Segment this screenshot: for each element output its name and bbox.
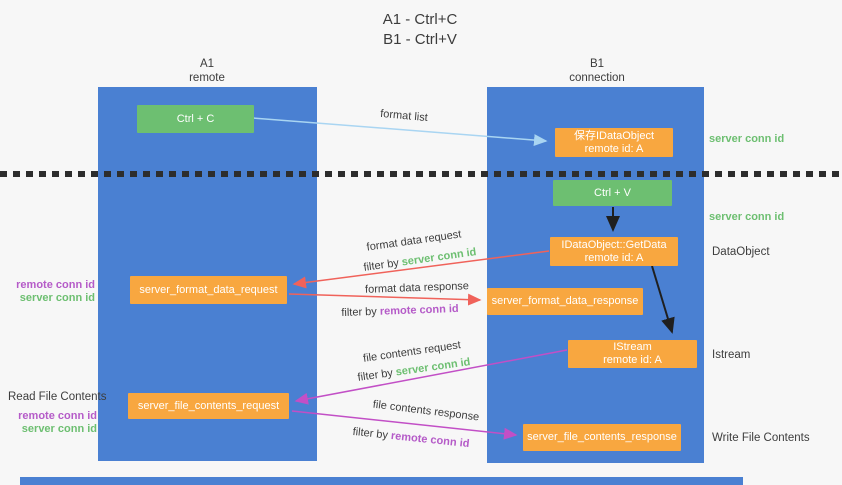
filter-by-remote-conn-id-label-1: filter by remote conn id: [341, 303, 459, 319]
remote-conn-id-text: remote conn id: [18, 410, 97, 422]
server-format-data-response-node: server_format_data_response: [487, 288, 643, 315]
remote-conn-id-text: remote conn id: [16, 279, 95, 291]
format-list-label: format list: [380, 108, 429, 124]
file-contents-response-label: file contents response: [372, 399, 480, 424]
format-list-text: format list: [379, 107, 429, 125]
write-file-contents-text: Write File Contents: [712, 432, 810, 444]
server-conn-id-right-mid: server conn id: [709, 211, 784, 223]
conn-id-pair-bottom: remote conn id server conn id: [0, 410, 97, 436]
filter-by-text: filter by: [362, 256, 403, 274]
istream-node: IStream remote id: A: [568, 340, 697, 368]
ctrl-c-node: Ctrl + C: [137, 105, 254, 133]
getdata-line2: remote id: A: [584, 251, 644, 264]
right-lane-role: connection: [569, 72, 625, 84]
remote-conn-id-text: remote conn id: [390, 429, 470, 451]
title-line-1: A1 - Ctrl+C: [382, 11, 458, 28]
server-format-data-request-node: server_format_data_request: [130, 276, 287, 304]
server-format-data-response-label: server_format_data_response: [491, 295, 639, 307]
getdata-node: IDataObject::GetData remote id: A: [550, 237, 678, 266]
bottom-scrollbar[interactable]: [20, 477, 743, 485]
left-lane-name: A1: [199, 58, 215, 70]
ctrl-v-label: Ctrl + V: [594, 186, 631, 199]
format-data-response-label: format data response: [365, 280, 469, 296]
server-conn-id-text: server conn id: [709, 133, 785, 145]
read-file-contents-text: Read File Contents: [8, 391, 107, 403]
filter-by-remote-conn-id-label-2: filter by remote conn id: [352, 426, 470, 450]
diagram-title: A1 - Ctrl+C B1 - Ctrl+V: [300, 10, 540, 50]
left-lane-header: A1 remote: [147, 57, 267, 85]
ctrl-c-label: Ctrl + C: [176, 112, 215, 125]
dataobject-side-label: DataObject: [712, 246, 770, 258]
filter-by-text: filter by: [356, 366, 397, 384]
server-file-contents-response-node: server_file_contents_response: [523, 424, 681, 451]
server-conn-id-text: server conn id: [709, 211, 785, 223]
save-idataobject-line2: remote id: A: [584, 142, 644, 155]
right-lane-header: B1 connection: [537, 57, 657, 85]
filter-by-text: filter by: [341, 305, 381, 320]
save-idataobject-node: 保存IDataObject remote id: A: [555, 128, 673, 157]
dotted-divider-line: [0, 171, 842, 177]
istream-side-label: Istream: [712, 349, 750, 361]
filter-by-text: filter by: [352, 425, 392, 442]
server-format-data-request-label: server_format_data_request: [139, 283, 278, 296]
save-idataobject-line1: 保存IDataObject: [573, 129, 655, 142]
istream-line2: remote id: A: [603, 354, 662, 366]
server-conn-id-right-top: server conn id: [709, 133, 784, 145]
dataobject-text: DataObject: [712, 246, 770, 258]
write-file-contents-label: Write File Contents: [712, 432, 810, 444]
getdata-line1: IDataObject::GetData: [561, 238, 667, 251]
format-data-response-text: format data response: [364, 280, 470, 296]
server-conn-id-text: server conn id: [21, 423, 97, 435]
server-conn-id-text: server conn id: [400, 246, 478, 269]
right-lane-name: B1: [589, 58, 605, 70]
server-conn-id-text: server conn id: [394, 356, 472, 379]
server-file-contents-response-label: server_file_contents_response: [527, 431, 677, 443]
server-conn-id-text: server conn id: [19, 292, 95, 304]
istream-line1: IStream: [613, 341, 652, 353]
istream-text: Istream: [712, 349, 751, 361]
conn-id-pair-top: remote conn id server conn id: [0, 279, 95, 305]
remote-conn-id-text: remote conn id: [379, 302, 459, 318]
file-contents-response-text: file contents response: [372, 398, 480, 424]
server-file-contents-request-label: server_file_contents_request: [137, 399, 280, 412]
server-file-contents-request-node: server_file_contents_request: [128, 393, 289, 419]
ctrl-v-node: Ctrl + V: [553, 180, 672, 206]
read-file-contents-label: Read File Contents: [8, 391, 106, 403]
left-lane-role: remote: [189, 72, 225, 84]
title-line-2: B1 - Ctrl+V: [383, 31, 457, 48]
